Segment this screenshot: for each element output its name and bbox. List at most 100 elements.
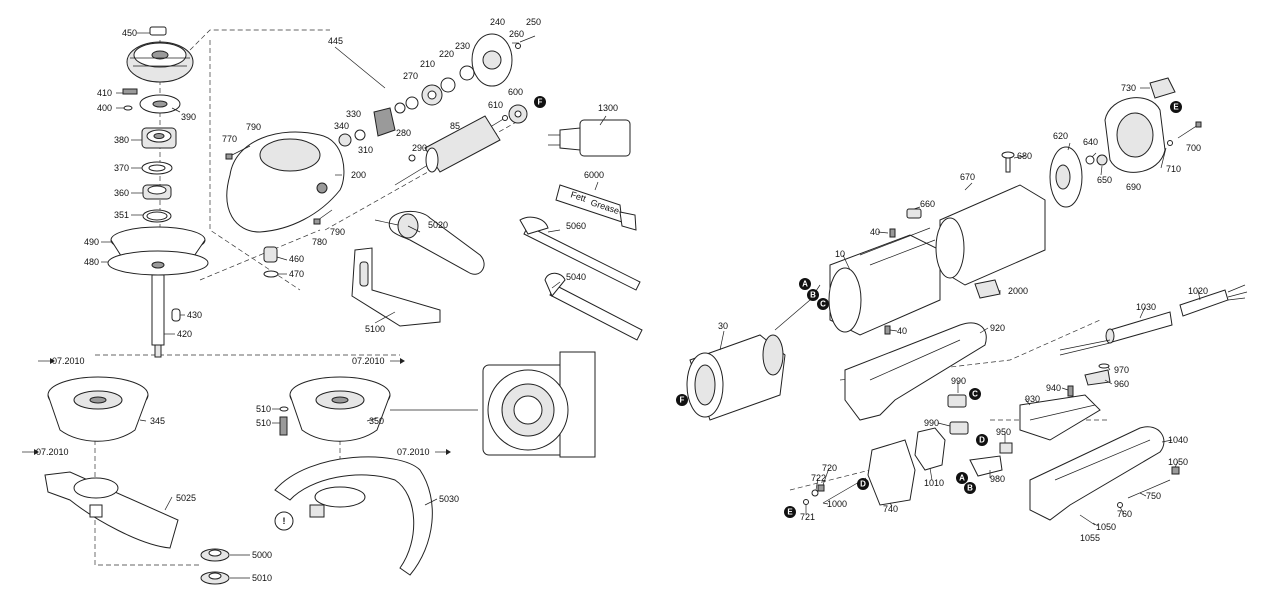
label-400: 400: [97, 103, 112, 113]
motor-housing-10: [828, 227, 941, 336]
badge-f-left: F: [676, 394, 688, 406]
washer-310: [354, 129, 366, 141]
screw-970: [1098, 363, 1110, 369]
label-1050-a: 1050: [1168, 457, 1188, 467]
label-380: 380: [114, 135, 129, 145]
bearing-380: [141, 127, 177, 149]
label-07-2010-b: 07.2010: [352, 356, 385, 366]
label-600: 600: [508, 87, 523, 97]
label-430: 430: [187, 310, 202, 320]
label-420: 420: [177, 329, 192, 339]
label-260: 260: [509, 29, 524, 39]
label-650: 650: [1097, 175, 1112, 185]
label-07-2010-c: 07.2010: [36, 447, 69, 457]
armature-85: [394, 115, 506, 186]
sleeve-460: [263, 246, 278, 263]
screw-721: [803, 499, 809, 505]
arrows-07-2010: [22, 358, 451, 455]
sleeve-1030: [1105, 311, 1173, 344]
washer-760: [1117, 502, 1123, 508]
pin-wrench-5060: [519, 216, 641, 291]
handle-half-920: [844, 322, 987, 421]
washer-510: [279, 406, 289, 412]
screw-750: [1127, 479, 1171, 499]
washer-280: [394, 102, 406, 114]
label-230: 230: [455, 41, 470, 51]
label-1050-b: 1050: [1096, 522, 1116, 532]
label-5020: 5020: [428, 220, 448, 230]
end-cover-690: [1104, 97, 1166, 173]
leader-lines: [101, 32, 1201, 579]
badge-c-top: C: [817, 298, 829, 310]
label-660: 660: [920, 199, 935, 209]
label-460: 460: [289, 254, 304, 264]
ring-230: [459, 65, 475, 81]
badge-f-left-text: F: [680, 396, 685, 405]
screw-940: [1067, 385, 1074, 397]
badge-a-top: A: [799, 278, 811, 290]
label-680: 680: [1017, 151, 1032, 161]
label-30: 30: [718, 321, 728, 331]
label-410: 410: [97, 88, 112, 98]
ring-370: [141, 161, 173, 175]
label-5100: 5100: [365, 324, 385, 334]
label-721: 721: [800, 512, 815, 522]
label-720: 720: [822, 463, 837, 473]
stator-30: [686, 284, 821, 421]
nut-340: [338, 133, 352, 147]
label-480: 480: [84, 257, 99, 267]
label-670: 670: [960, 172, 975, 182]
spindle-420: [151, 274, 165, 358]
cable-1020: [1059, 284, 1248, 356]
badge-b-low: B: [964, 482, 976, 494]
plate-740: [867, 439, 916, 506]
screw-1050a: [1171, 466, 1180, 475]
label-390: 390: [181, 112, 196, 122]
label-85: 85: [450, 121, 460, 131]
label-345: 345: [150, 416, 165, 426]
screw-1050b: [1079, 514, 1096, 526]
washer-640: [1085, 155, 1095, 165]
pinion-330: [373, 107, 396, 137]
backing-flange-345: [47, 376, 149, 442]
screw-40b: [884, 325, 891, 335]
label-990-b: 990: [924, 418, 939, 428]
wheel-guard-5030: !: [274, 456, 433, 576]
label-950: 950: [996, 427, 1011, 437]
label-470: 470: [289, 269, 304, 279]
label-350: 350: [369, 416, 384, 426]
badge-a-low-text: A: [959, 474, 965, 483]
label-610: 610: [488, 100, 503, 110]
handle-half-1040: [1029, 426, 1165, 521]
label-370: 370: [114, 163, 129, 173]
label-930: 930: [1025, 394, 1040, 404]
pad-660: [906, 208, 922, 219]
screw-680: [1001, 151, 1015, 173]
label-710: 710: [1166, 164, 1181, 174]
label-330: 330: [346, 109, 361, 119]
spanner-5040: [544, 272, 643, 341]
label-960: 960: [1114, 379, 1129, 389]
housing-cover-670: [935, 184, 1046, 286]
label-640: 640: [1083, 137, 1098, 147]
cap-730: [1149, 77, 1176, 99]
badge-a-low: A: [956, 472, 968, 484]
screw-40a: [889, 228, 896, 238]
label-620: 620: [1053, 131, 1068, 141]
label-280: 280: [396, 128, 411, 138]
label-6000: 6000: [584, 170, 604, 180]
badge-d-mid-text: D: [979, 436, 985, 445]
label-740: 740: [883, 504, 898, 514]
screw-780: [313, 209, 333, 225]
label-980: 980: [990, 474, 1005, 484]
nut-650: [1096, 154, 1108, 166]
screw-700: [1177, 121, 1202, 139]
label-360: 360: [114, 188, 129, 198]
label-770: 770: [222, 134, 237, 144]
label-790-top: 790: [246, 122, 261, 132]
lever-960: [1084, 369, 1111, 386]
badge-a-top-text: A: [802, 280, 808, 289]
label-40-top: 40: [870, 227, 880, 237]
